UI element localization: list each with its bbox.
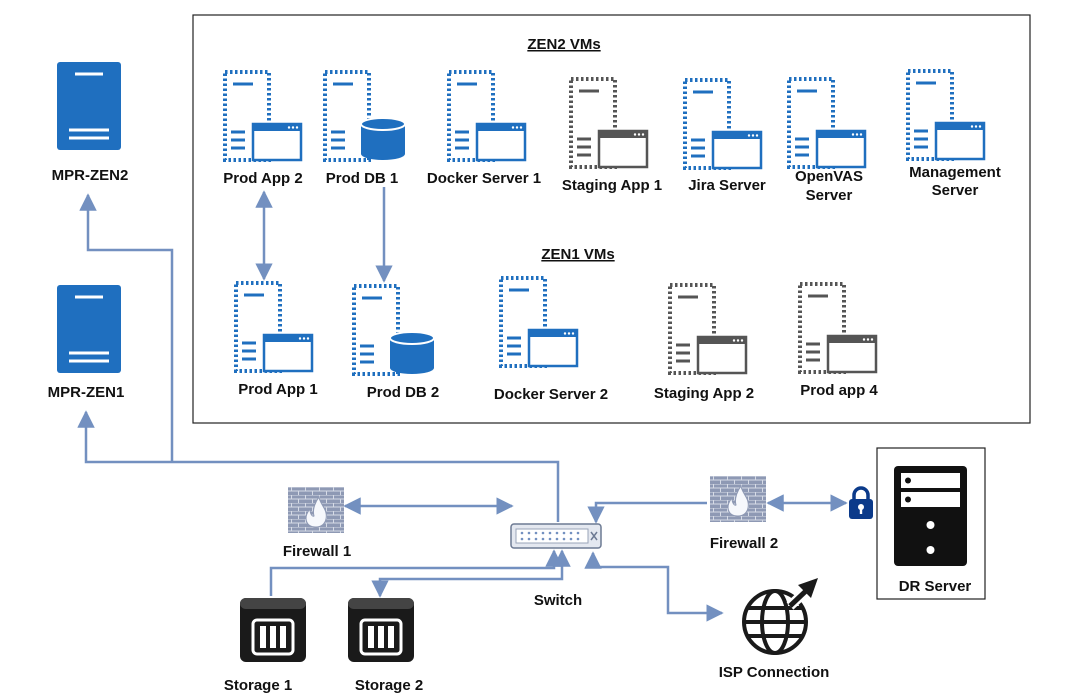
switch-label: Switch xyxy=(534,592,582,609)
server-icon[interactable] xyxy=(55,283,123,375)
prod-app4-vm[interactable] xyxy=(798,282,878,374)
staging2-vm[interactable] xyxy=(668,283,748,375)
firewall1[interactable] xyxy=(287,486,345,534)
prod-app2-vm[interactable] xyxy=(223,70,303,162)
connection-lines xyxy=(77,193,848,622)
openvas-label-line2: Server xyxy=(806,187,853,204)
prod-app1-vm[interactable] xyxy=(234,281,314,373)
prod-db2-vm[interactable] xyxy=(352,284,436,376)
prod-db1-label: Prod DB 1 xyxy=(326,170,399,187)
storage-icon xyxy=(238,596,308,664)
vm-app-icon xyxy=(499,276,579,368)
vm-app-icon xyxy=(234,281,314,373)
tower-server-icon[interactable] xyxy=(894,466,967,566)
management-vm[interactable] xyxy=(906,69,986,161)
mpr-zen1-label: MPR-ZEN1 xyxy=(48,384,125,401)
docker1-label: Docker Server 1 xyxy=(427,170,541,187)
isp-label: ISP Connection xyxy=(719,664,830,681)
storage2[interactable] xyxy=(346,596,416,664)
vm-app-icon xyxy=(798,282,878,374)
jira-vm[interactable] xyxy=(683,78,763,170)
firewall-icon xyxy=(709,475,767,523)
prod-app4-label: Prod app 4 xyxy=(800,382,878,399)
firewall-icon xyxy=(287,486,345,534)
vm-app-icon xyxy=(906,69,986,161)
firewall1-label: Firewall 1 xyxy=(283,543,351,560)
vm-database-icon xyxy=(323,70,407,162)
zen1-vms-title: ZEN1 VMs xyxy=(541,246,614,263)
storage-icon xyxy=(346,596,416,664)
server-icon[interactable] xyxy=(55,60,123,152)
openvas-vm[interactable] xyxy=(787,77,867,169)
vm-container xyxy=(192,14,1031,424)
staging2-label: Staging App 2 xyxy=(654,385,754,402)
prod-db1-vm[interactable] xyxy=(323,70,407,162)
vm-database-icon xyxy=(352,284,436,376)
vm-app-icon xyxy=(447,70,527,162)
zen2-vms-title: ZEN2 VMs xyxy=(527,36,600,53)
management-label-line2: Server xyxy=(932,182,979,199)
storage1-label: Storage 1 xyxy=(224,677,292,694)
docker1-vm[interactable] xyxy=(447,70,527,162)
staging1-label: Staging App 1 xyxy=(562,177,662,194)
prod-app2-label: Prod App 2 xyxy=(223,170,302,187)
isp-arrow xyxy=(786,578,818,610)
firewall2[interactable] xyxy=(709,475,767,523)
prod-app1-label: Prod App 1 xyxy=(238,381,317,398)
prod-db2-label: Prod DB 2 xyxy=(367,384,440,401)
jira-label: Jira Server xyxy=(688,177,766,194)
docker2-vm[interactable] xyxy=(499,276,579,368)
switch-icon[interactable] xyxy=(510,523,602,549)
vm-app-icon xyxy=(787,77,867,169)
mpr-zen2-label: MPR-ZEN2 xyxy=(52,167,129,184)
storage2-label: Storage 2 xyxy=(355,677,423,694)
vm-app-icon xyxy=(668,283,748,375)
vm-app-icon xyxy=(683,78,763,170)
staging1-vm[interactable] xyxy=(569,77,649,169)
docker2-label: Docker Server 2 xyxy=(494,386,608,403)
dr-server-label: DR Server xyxy=(899,578,972,595)
management-label-line1: Management xyxy=(909,164,1001,181)
lock-icon xyxy=(849,486,873,519)
firewall2-label: Firewall 2 xyxy=(710,535,778,552)
openvas-label-line1: OpenVAS xyxy=(795,168,863,185)
storage1[interactable] xyxy=(238,596,308,664)
vm-app-icon xyxy=(223,70,303,162)
vm-app-icon xyxy=(569,77,649,169)
